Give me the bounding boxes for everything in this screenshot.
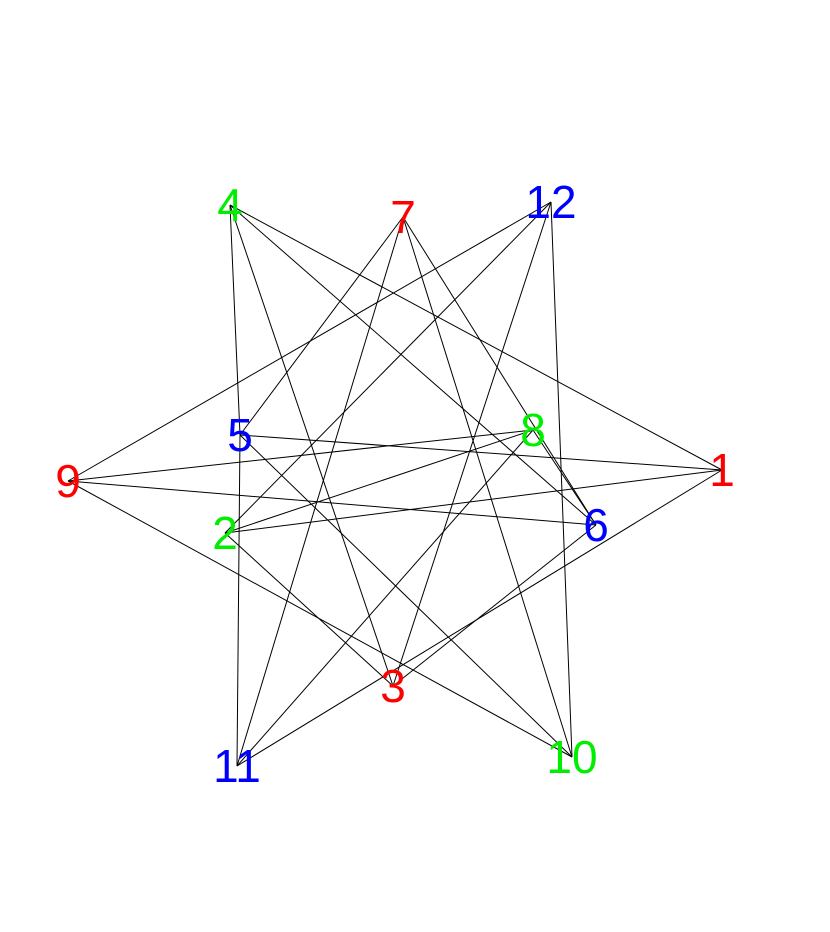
node-5: 5 [227, 409, 253, 461]
node-2: 2 [212, 507, 238, 559]
edge-5-1 [239, 434, 723, 471]
edge-5-11 [236, 434, 241, 767]
edge-8-2 [224, 429, 534, 534]
edges-layer [67, 201, 723, 767]
node-11: 11 [213, 740, 261, 792]
edge-9-6 [67, 480, 597, 526]
edge-4-5 [229, 204, 241, 436]
edge-7-11 [236, 216, 404, 767]
edge-12-10 [550, 201, 573, 758]
node-1: 1 [709, 444, 735, 496]
edge-7-5 [239, 216, 404, 436]
node-4: 4 [217, 179, 243, 231]
edge-4-1 [229, 204, 723, 471]
node-7: 7 [390, 191, 416, 243]
edge-12-2 [224, 201, 552, 534]
edge-6-3 [392, 524, 597, 687]
edge-2-3 [224, 532, 394, 687]
edge-7-6 [402, 216, 597, 526]
edge-12-9 [67, 201, 552, 482]
edge-7-10 [402, 216, 573, 758]
node-3: 3 [380, 660, 406, 712]
edge-2-1 [224, 469, 723, 534]
node-8: 8 [520, 404, 546, 456]
edge-5-10 [239, 434, 573, 758]
edge-12-3 [392, 201, 552, 687]
edge-9-8 [67, 429, 534, 482]
node-9: 9 [55, 455, 81, 507]
node-10: 10 [546, 731, 597, 783]
edge-8-11 [236, 429, 534, 767]
edge-8-6 [532, 429, 597, 526]
node-6: 6 [583, 499, 609, 551]
edge-4-6 [229, 204, 597, 526]
node-12: 12 [525, 176, 576, 228]
